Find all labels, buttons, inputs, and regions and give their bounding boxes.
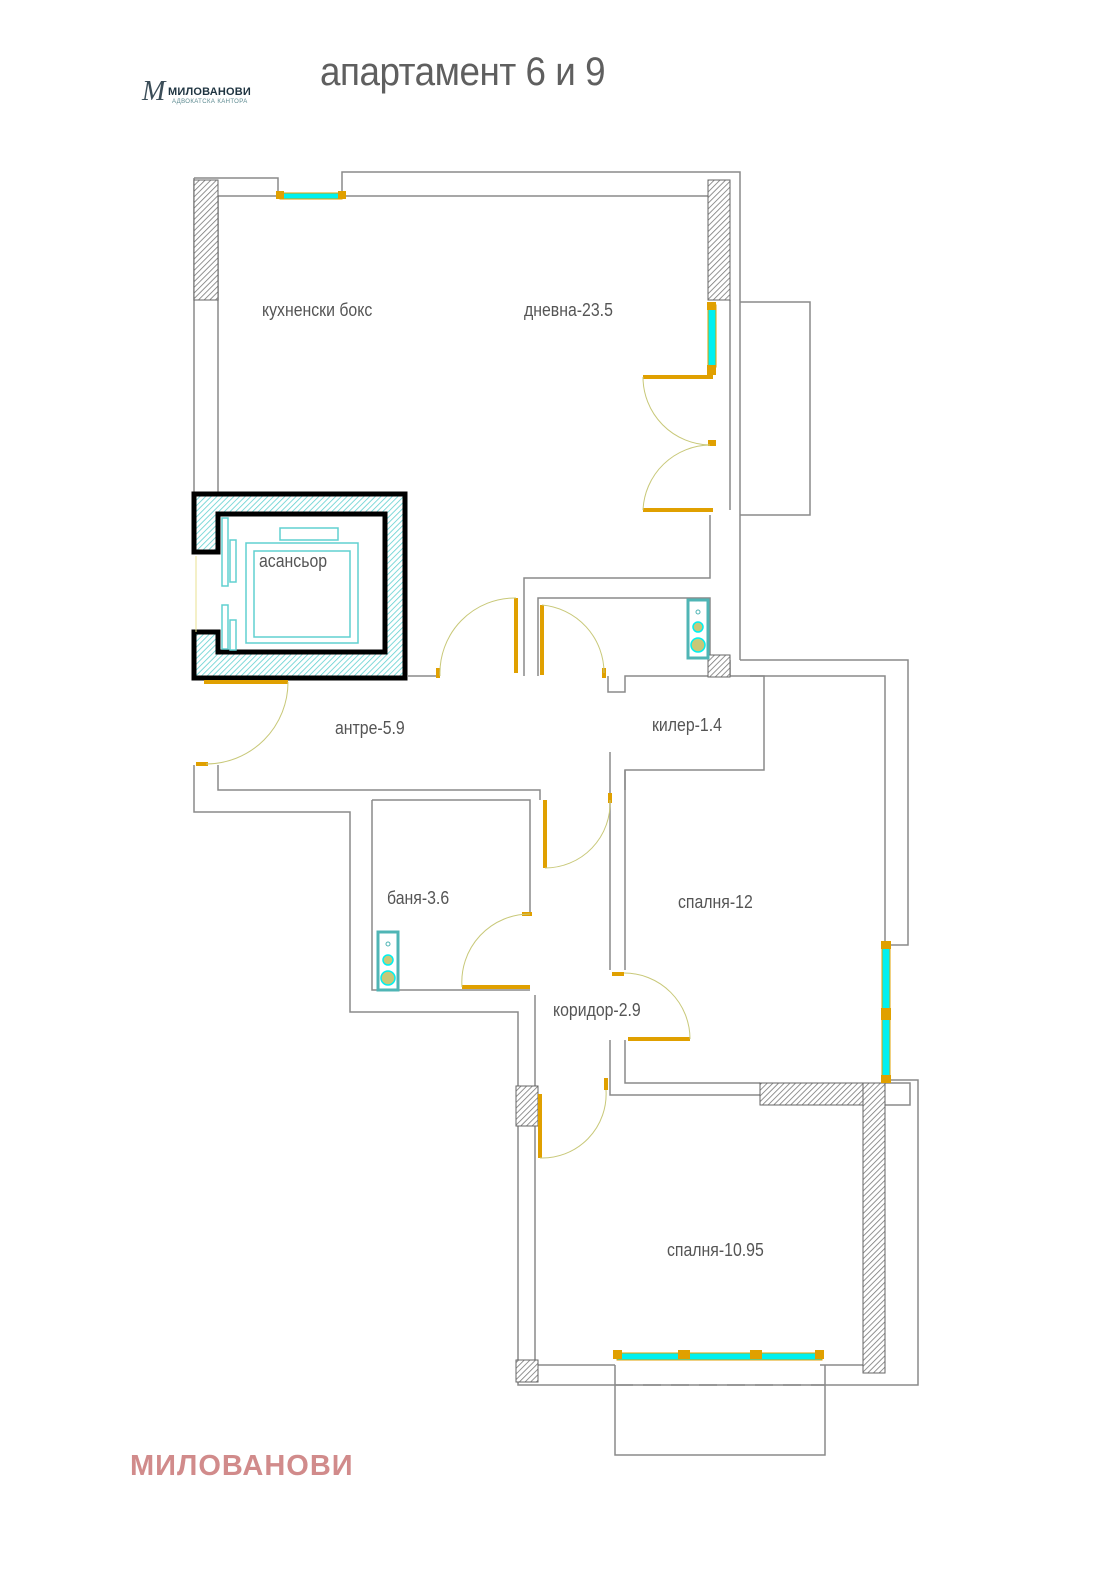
logo-name: МИЛОВАНОВИ: [168, 86, 252, 98]
sanitary-risers: [376, 598, 710, 992]
room-label-bedroom-1: спалня-12: [678, 892, 753, 912]
walls: [193, 171, 919, 1456]
window-frames: [276, 191, 891, 1359]
room-label-corridor: коридор-2.9: [553, 1000, 641, 1020]
logo-monogram: M: [142, 76, 166, 107]
room-label-elevator: асансьор: [259, 551, 328, 571]
company-logo: M МИЛОВАНОВИ АДВОКАТСКА КАНТОРА: [142, 76, 282, 110]
doors: [196, 375, 716, 1159]
room-label-kitchen: кухненски бокс: [262, 300, 373, 320]
windows: [279, 192, 891, 1361]
watermark: МИЛОВАНОВИ: [130, 1450, 354, 1482]
structural-columns: [193, 179, 886, 1383]
room-label-living: дневна-23.5: [524, 300, 613, 320]
room-label-hall: антре-5.9: [335, 718, 405, 738]
logo-subtitle: АДВОКАТСКА КАНТОРА: [172, 99, 248, 105]
room-label-storage: килер-1.4: [652, 715, 722, 735]
room-label-bedroom-2: спалня-10.95: [667, 1240, 764, 1260]
elevator-shaft: [191, 491, 408, 681]
page-title: апартамент 6 и 9: [320, 50, 606, 94]
room-label-bathroom: баня-3.6: [387, 888, 450, 908]
